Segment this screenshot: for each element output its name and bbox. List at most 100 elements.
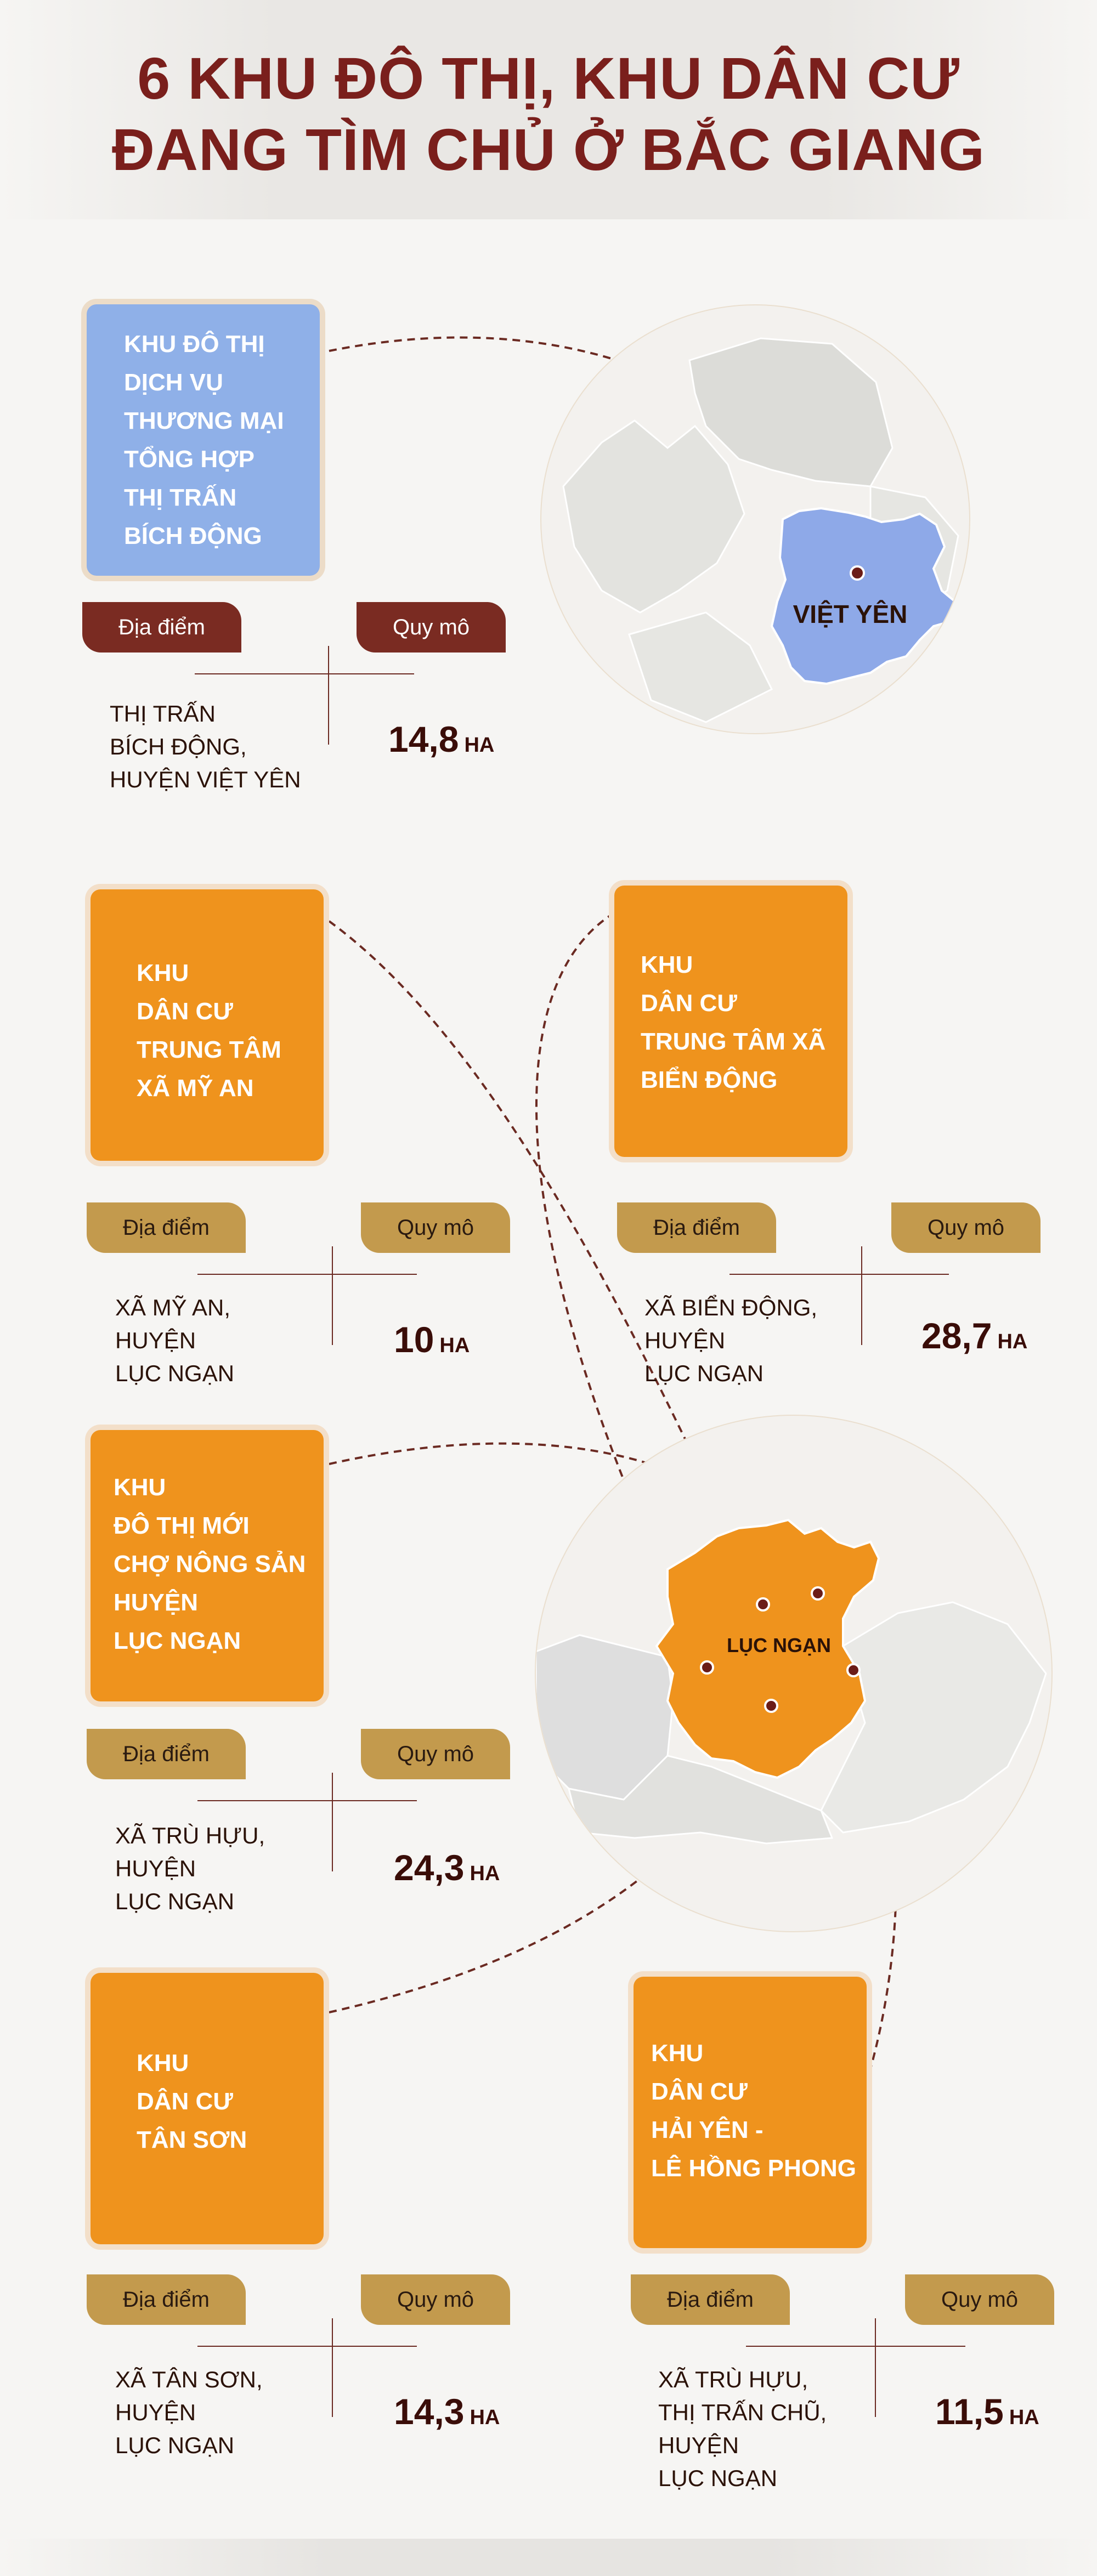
project-name-line: KHU <box>651 2040 704 2067</box>
location-line: XÃ MỸ AN, <box>115 1295 231 1320</box>
marker-tan-son <box>764 1699 778 1713</box>
project-card-cho-nong-san: KHU ĐÔ THỊ MỚI CHỢ NÔNG SẢN HUYỆN LỤC NG… <box>91 1430 324 1701</box>
project-location: XÃ BIỂN ĐỘNG, HUYỆN LỤC NGẠN <box>644 1291 817 1390</box>
project-name-line: TỔNG HỢP <box>124 446 255 473</box>
project-card-my-an: KHU DÂN CƯ TRUNG TÂM XÃ MỸ AN <box>91 889 324 1161</box>
scale-tag: Quy mô <box>891 1202 1041 1253</box>
viet-yen-label: VIỆT YÊN <box>793 600 908 628</box>
luc-ngan-map-shape <box>536 1518 1047 1845</box>
viet-yen-marker <box>850 565 865 581</box>
project-location: XÃ TRÙ HỰU, HUYỆN LỤC NGẠN <box>115 1819 265 1918</box>
divider-vertical <box>332 2318 333 2417</box>
location-line: HUYỆN <box>658 2432 739 2458</box>
marker-bien-dong <box>700 1660 714 1675</box>
location-tag: Địa điểm <box>617 1202 776 1253</box>
page-title-line-2: ĐANG TÌM CHỦ Ở BẮC GIANG <box>111 116 986 183</box>
size-unit: HA <box>470 2406 500 2429</box>
size-unit: HA <box>439 1334 470 1357</box>
divider-vertical <box>332 1246 333 1345</box>
divider-horizontal <box>197 1800 417 1801</box>
size-unit: HA <box>1009 2406 1039 2429</box>
location-line: XÃ BIỂN ĐỘNG, <box>644 1295 818 1320</box>
viet-yen-map <box>540 304 970 734</box>
project-name-line: KHU ĐÔ THỊ <box>124 331 265 358</box>
project-name-line: ĐÔ THỊ MỚI <box>114 1512 250 1539</box>
project-name-line: THƯƠNG MẠI <box>124 407 284 434</box>
marker-cho-nong-san <box>811 1586 825 1601</box>
project-name-line: CHỢ NÔNG SẢN <box>114 1551 306 1578</box>
project-location: XÃ TÂN SƠN, HUYỆN LỤC NGẠN <box>115 2363 263 2462</box>
project-name-line: DỊCH VỤ <box>124 369 223 396</box>
project-name-line: LỤC NGẠN <box>114 1627 241 1654</box>
size-value: 24,3 <box>394 1847 465 1888</box>
project-location: XÃ MỸ AN, HUYỆN LỤC NGẠN <box>115 1291 234 1390</box>
title-band <box>0 0 1097 219</box>
size-value: 10 <box>394 1319 434 1360</box>
scale-tag: Quy mô <box>361 1729 510 1779</box>
project-card-bien-dong: KHU DÂN CƯ TRUNG TÂM XÃ BIỂN ĐỘNG <box>614 886 847 1157</box>
location-tag: Địa điểm <box>87 2274 246 2325</box>
connector-cho-nong-san <box>329 1442 818 1593</box>
project-location: XÃ TRÙ HỰU, THỊ TRẤN CHŨ, HUYỆN LỤC NGẠN <box>658 2363 827 2495</box>
size-unit: HA <box>470 1862 500 1885</box>
location-line: XÃ TRÙ HỰU, <box>115 1823 265 1848</box>
size-value: 14,8 <box>388 719 459 759</box>
divider-vertical <box>328 646 329 745</box>
marker-hai-yen <box>846 1663 861 1677</box>
project-name-line: BÍCH ĐỘNG <box>124 523 262 549</box>
divider-vertical <box>332 1773 333 1871</box>
location-line: XÃ TRÙ HỰU, <box>658 2367 808 2392</box>
size-unit: HA <box>997 1330 1028 1353</box>
divider-horizontal <box>197 2346 417 2347</box>
location-line: THỊ TRẤN <box>110 701 216 727</box>
size-value: 28,7 <box>921 1315 992 1356</box>
location-line: LỤC NGẠN <box>115 1888 235 1914</box>
divider-horizontal <box>197 1274 417 1275</box>
location-line: HUYỆN <box>115 2399 196 2425</box>
location-line: BÍCH ĐỘNG, <box>110 734 247 759</box>
location-tag: Địa điểm <box>631 2274 790 2325</box>
project-name-line: TRUNG TÂM XÃ <box>641 1028 826 1055</box>
project-name-line: KHU <box>641 951 693 978</box>
divider-vertical <box>861 1246 862 1345</box>
project-name-line: LÊ HỒNG PHONG <box>651 2155 857 2182</box>
location-line: XÃ TÂN SƠN, <box>115 2367 263 2392</box>
project-name-line: KHU <box>137 960 189 986</box>
size-value: 11,5 <box>935 2391 1004 2432</box>
marker-my-an <box>756 1597 770 1612</box>
project-name-line: BIỂN ĐỘNG <box>641 1066 778 1093</box>
location-line: HUYỆN <box>644 1327 726 1353</box>
project-name-line: THỊ TRẤN <box>124 484 237 511</box>
location-line: LỤC NGẠN <box>644 1360 764 1386</box>
size-unit: HA <box>464 734 495 757</box>
location-tag: Địa điểm <box>87 1729 246 1779</box>
project-name-line: TRUNG TÂM <box>137 1036 281 1063</box>
scale-tag: Quy mô <box>361 2274 510 2325</box>
project-name-line: DÂN CƯ <box>137 998 233 1025</box>
viet-yen-map-shape <box>562 337 960 723</box>
project-name-line: DÂN CƯ <box>137 2088 233 2115</box>
project-card-hai-yen: KHU DÂN CƯ HẢI YÊN - LÊ HỒNG PHONG <box>634 1977 867 2248</box>
location-line: HUYỆN <box>115 1856 196 1881</box>
project-card-tan-son: KHU DÂN CƯ TÂN SƠN <box>91 1973 324 2244</box>
scale-tag: Quy mô <box>361 1202 510 1253</box>
location-tag: Địa điểm <box>82 602 241 652</box>
location-line: HUYỆN VIỆT YÊN <box>110 767 301 792</box>
scale-tag: Quy mô <box>905 2274 1054 2325</box>
bottom-band <box>0 2539 1097 2576</box>
divider-vertical <box>875 2318 876 2417</box>
location-line: LỤC NGẠN <box>115 1360 235 1386</box>
project-name-line: TÂN SƠN <box>137 2126 247 2153</box>
location-line: HUYỆN <box>115 1327 196 1353</box>
luc-ngan-label: LỤC NGẠN <box>727 1634 831 1656</box>
scale-tag: Quy mô <box>357 602 506 652</box>
luc-ngan-map <box>535 1415 1053 1932</box>
project-name-line: KHU <box>137 2050 189 2076</box>
page-title-line-1: 6 KHU ĐÔ THỊ, KHU DÂN CƯ <box>137 45 960 111</box>
